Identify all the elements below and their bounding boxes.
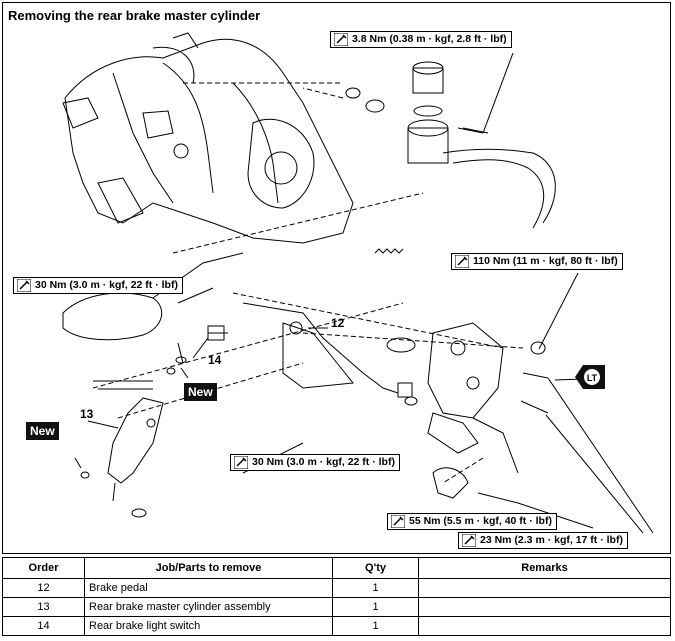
table-row: 12 Brake pedal 1 (2, 578, 671, 598)
torque-wrench-icon (234, 456, 248, 469)
row-qty: 1 (332, 597, 419, 617)
row-job: Brake pedal (84, 578, 333, 598)
torque-wrench-icon (17, 279, 31, 292)
torque-wrench-icon (391, 515, 405, 528)
header-order: Order (2, 557, 85, 579)
locktite-icon: LT (575, 365, 605, 389)
torque-spec-reservoir: 3.8 Nm (0.38 m · kgf, 2.8 ft · lbf) (330, 31, 512, 48)
table-header-row: Order Job/Parts to remove Q'ty Remarks (2, 557, 671, 579)
header-qty: Q'ty (332, 557, 419, 579)
row-qty: 1 (332, 616, 419, 636)
torque-value: 30 Nm (3.0 m · kgf, 22 ft · lbf) (35, 279, 178, 291)
torque-wrench-icon (462, 534, 476, 547)
callout-14: 14 (208, 353, 222, 367)
row-remarks (418, 578, 671, 598)
callout-13: 13 (80, 407, 94, 421)
row-order: 14 (2, 616, 85, 636)
parts-table: Order Job/Parts to remove Q'ty Remarks 1… (2, 557, 671, 636)
row-job: Rear brake master cylinder assembly (84, 597, 333, 617)
torque-value: 110 Nm (11 m · kgf, 80 ft · lbf) (473, 255, 618, 267)
header-remarks: Remarks (418, 557, 671, 579)
exploded-view-drawing (62, 32, 654, 534)
torque-spec-guard-bolt: 55 Nm (5.5 m · kgf, 40 ft · lbf) (387, 513, 557, 530)
header-job: Job/Parts to remove (84, 557, 333, 579)
callout-12: 12 (331, 316, 345, 330)
torque-spec-master-cylinder: 30 Nm (3.0 m · kgf, 22 ft · lbf) (230, 454, 400, 471)
new-part-badge: New (184, 383, 217, 401)
torque-spec-switch: 30 Nm (3.0 m · kgf, 22 ft · lbf) (13, 277, 183, 294)
torque-value: 55 Nm (5.5 m · kgf, 40 ft · lbf) (409, 515, 552, 527)
torque-value: 30 Nm (3.0 m · kgf, 22 ft · lbf) (252, 456, 395, 468)
row-job: Rear brake light switch (84, 616, 333, 636)
table-row: 13 Rear brake master cylinder assembly 1 (2, 597, 671, 617)
new-part-badge: New (26, 422, 59, 440)
torque-value: 3.8 Nm (0.38 m · kgf, 2.8 ft · lbf) (352, 33, 507, 45)
torque-wrench-icon (334, 33, 348, 46)
row-remarks (418, 616, 671, 636)
table-row: 14 Rear brake light switch 1 (2, 616, 671, 636)
torque-spec-footrest-nut: 110 Nm (11 m · kgf, 80 ft · lbf) (451, 253, 623, 270)
row-order: 12 (2, 578, 85, 598)
page-title: Removing the rear brake master cylinder (8, 8, 261, 23)
diagram-frame (2, 2, 671, 554)
row-order: 13 (2, 597, 85, 617)
row-remarks (418, 597, 671, 617)
torque-wrench-icon (455, 255, 469, 268)
torque-spec-bracket-bolt: 23 Nm (2.3 m · kgf, 17 ft · lbf) (458, 532, 628, 549)
torque-value: 23 Nm (2.3 m · kgf, 17 ft · lbf) (480, 534, 623, 546)
row-qty: 1 (332, 578, 419, 598)
locktite-label: LT (587, 373, 598, 383)
